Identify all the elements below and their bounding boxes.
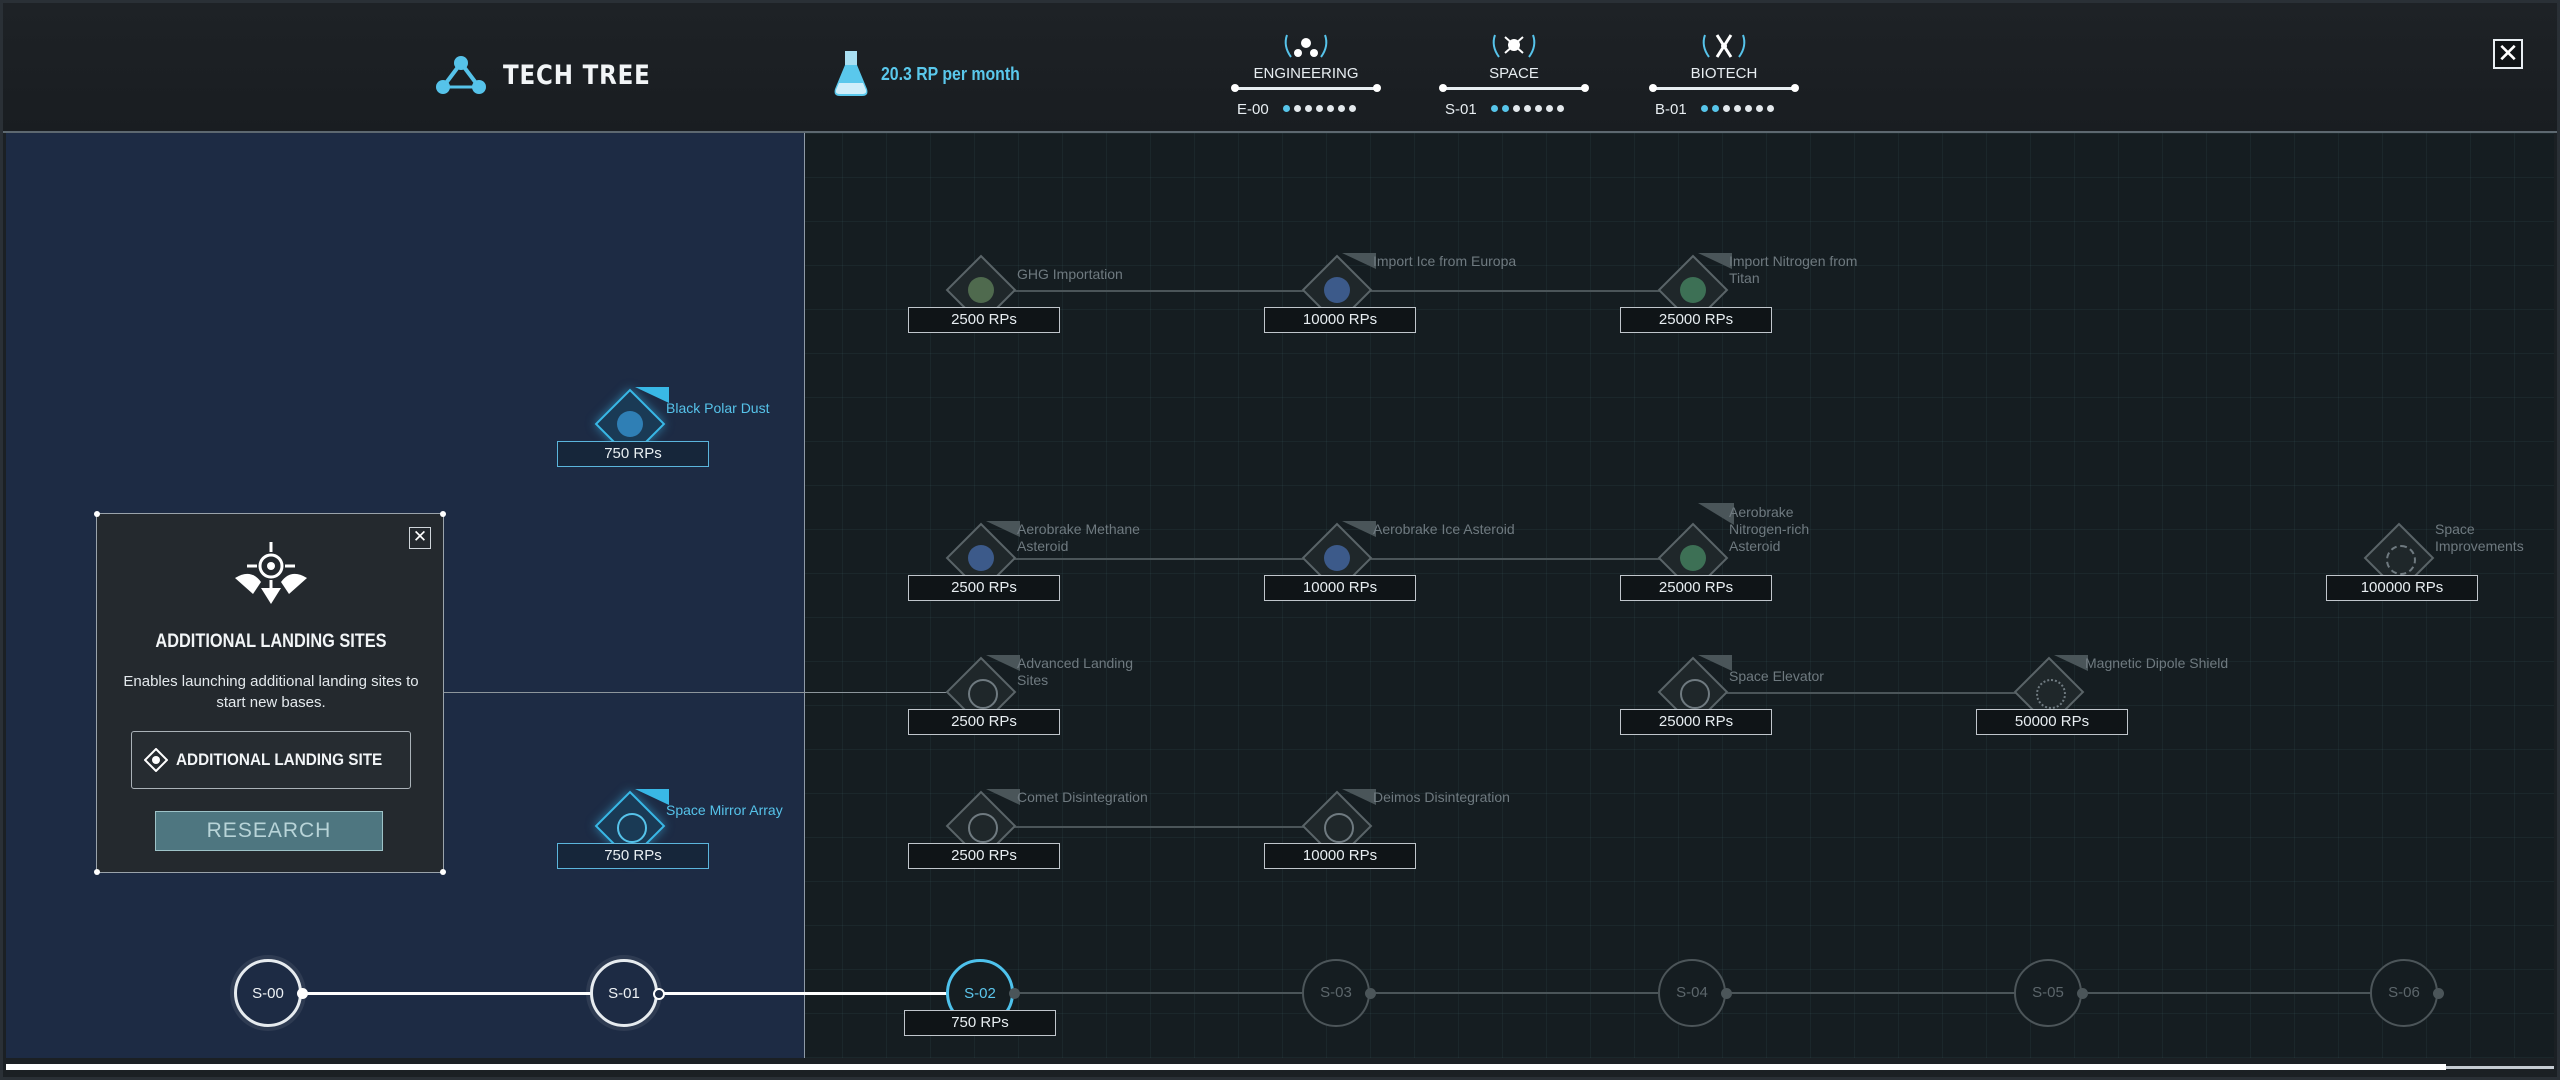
popup-connector (444, 692, 980, 693)
tech-tree-heading: TECH TREE (435, 55, 677, 95)
landing-site-icon (968, 679, 998, 709)
scrollbar-thumb[interactable] (6, 1064, 2446, 1070)
asteroid-icon (1324, 545, 1350, 571)
tier-connector-dot (1365, 988, 1376, 999)
category-underline (1231, 84, 1381, 92)
tier-connector-dot (1721, 988, 1732, 999)
elevator-icon (1680, 679, 1710, 709)
category-biotech[interactable]: BIOTECH B-01 (1649, 31, 1799, 121)
category-name: SPACE (1489, 65, 1539, 82)
biotech-icon (1702, 34, 1746, 58)
connector (1337, 290, 1693, 292)
tier-s-00[interactable]: S-00 (234, 959, 302, 1027)
category-level: E-00 (1237, 101, 1269, 118)
category-underline (1649, 84, 1799, 92)
mirror-icon (617, 813, 647, 843)
tier-s-01[interactable]: S-01 (590, 959, 658, 1027)
popup-close-button[interactable]: ✕ (409, 527, 431, 549)
flask-icon (834, 51, 868, 96)
connector (1693, 692, 2049, 694)
connector (1337, 558, 1693, 560)
tier-s-03[interactable]: S-03 (1302, 959, 1370, 1027)
level-dots (1701, 105, 1774, 112)
connector (981, 826, 1337, 828)
category-underline (1439, 84, 1589, 92)
tier-s-02-cost: 750 RPs (904, 1010, 1056, 1036)
moon-icon (1324, 813, 1354, 843)
landing-sites-icon (235, 542, 307, 604)
nitrogen-icon (1680, 277, 1706, 303)
asteroid-icon (1680, 545, 1706, 571)
popup-title: ADDITIONAL LANDING SITES (155, 631, 387, 652)
improvements-icon (2386, 545, 2416, 575)
category-space[interactable]: SPACE S-01 (1439, 31, 1589, 121)
connector (981, 290, 1337, 292)
horizontal-scrollbar[interactable] (6, 1062, 2554, 1072)
research-rate: 20.3 RP per month (833, 49, 1039, 99)
category-engineering[interactable]: ENGINEERING E-00 (1231, 31, 1381, 121)
tier-connector-dot (297, 988, 308, 999)
close-button[interactable]: ✕ (2493, 39, 2523, 69)
comet-icon (968, 813, 998, 843)
ghg-icon (968, 277, 994, 303)
tier-s-04[interactable]: S-04 (1658, 959, 1726, 1027)
tier-connector-dot (653, 988, 665, 1000)
ice-icon (1324, 277, 1350, 303)
tech-tree-icon (436, 56, 486, 94)
tier-connector-dot (1009, 988, 1020, 999)
header-bar: TECH TREE 20.3 RP per month ENGINEERING … (3, 3, 2557, 133)
tier-connector-dot (2433, 988, 2444, 999)
space-icon (1492, 34, 1536, 58)
level-dots (1491, 105, 1564, 112)
category-level: B-01 (1655, 101, 1687, 118)
unlock-item-label: ADDITIONAL LANDING SITE (176, 750, 383, 769)
tech-detail-popup: ✕ ADDITIONAL LANDING SITES Enables launc… (94, 511, 446, 875)
rp-per-month: 20.3 RP per month (881, 63, 1020, 84)
research-button[interactable]: RESEARCH (155, 811, 383, 851)
tier-s-06[interactable]: S-06 (2370, 959, 2438, 1027)
level-dots (1283, 105, 1356, 112)
tier-s-05[interactable]: S-05 (2014, 959, 2082, 1027)
connector (981, 558, 1337, 560)
category-name: ENGINEERING (1253, 65, 1359, 82)
landing-site-small-icon (144, 748, 168, 772)
polar-dust-icon (617, 411, 643, 437)
popup-description: Enables launching additional landing sit… (123, 673, 419, 711)
page-title: TECH TREE (503, 59, 651, 91)
shield-icon (2036, 679, 2066, 709)
tier-connector-dot (2077, 988, 2088, 999)
category-level: S-01 (1445, 101, 1477, 118)
category-name: BIOTECH (1690, 65, 1758, 82)
asteroid-icon (968, 545, 994, 571)
engineering-icon (1284, 34, 1328, 58)
unlock-item-button[interactable]: ADDITIONAL LANDING SITE (131, 731, 411, 789)
